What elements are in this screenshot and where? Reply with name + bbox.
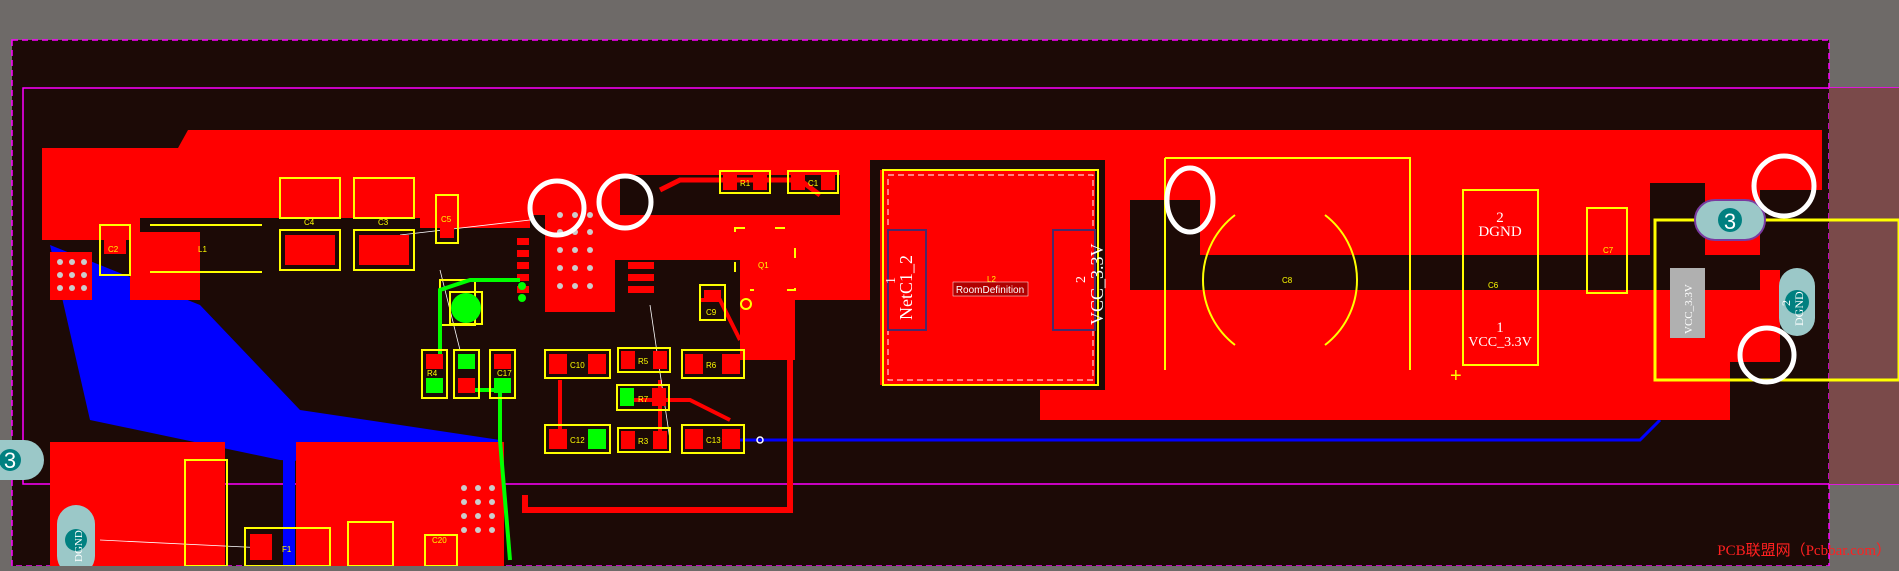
svg-text:R7: R7: [638, 395, 649, 404]
pad-dgnd-bottom-left[interactable]: DGND: [57, 505, 95, 566]
svg-text:C7: C7: [1603, 246, 1614, 255]
svg-text:3: 3: [4, 448, 16, 473]
watermark: PCB联盟网（Pcbbar.com）: [1717, 539, 1891, 560]
svg-text:1: 1: [884, 277, 899, 284]
svg-text:NetC1_2: NetC1_2: [896, 255, 916, 320]
svg-text:2: 2: [1779, 300, 1793, 306]
svg-text:C3: C3: [378, 218, 389, 227]
svg-text:R3: R3: [638, 437, 649, 446]
svg-text:2: 2: [1074, 276, 1089, 283]
svg-text:R6: R6: [706, 361, 717, 370]
top-copper-block: [296, 442, 504, 566]
svg-text:1: 1: [1496, 320, 1504, 336]
room-definition[interactable]: RoomDefinition: [953, 282, 1028, 296]
svg-text:C10: C10: [570, 361, 585, 370]
svg-text:C4: C4: [304, 218, 315, 227]
via-array: [50, 252, 92, 300]
svg-text:C6: C6: [1488, 281, 1499, 290]
right-edge-region: [1829, 88, 1899, 484]
svg-text:C5: C5: [441, 215, 452, 224]
svg-text:DGND: DGND: [1792, 291, 1806, 326]
svg-text:VCC_3.3V: VCC_3.3V: [1468, 335, 1531, 350]
svg-text:R1: R1: [740, 179, 751, 188]
svg-text:DGND: DGND: [73, 530, 85, 562]
svg-text:C20: C20: [432, 536, 447, 545]
svg-text:RoomDefinition: RoomDefinition: [956, 285, 1024, 296]
svg-text:C13: C13: [706, 436, 721, 445]
svg-text:VCC_3.3V: VCC_3.3V: [1683, 284, 1695, 334]
svg-text:C17: C17: [497, 369, 512, 378]
svg-text:R5: R5: [638, 357, 649, 366]
svg-text:3: 3: [1724, 209, 1736, 234]
svg-text:C1: C1: [808, 179, 819, 188]
svg-text:C8: C8: [1282, 276, 1293, 285]
svg-text:C12: C12: [570, 436, 585, 445]
svg-text:Q1: Q1: [758, 261, 769, 270]
pad-3-left[interactable]: 3: [0, 440, 44, 480]
svg-text:L1: L1: [198, 245, 207, 254]
svg-text:F1: F1: [282, 545, 292, 554]
svg-text:C2: C2: [108, 245, 119, 254]
svg-text:DGND: DGND: [1478, 224, 1521, 240]
svg-text:VCC_3.3V: VCC_3.3V: [1087, 243, 1107, 325]
svg-text:C9: C9: [706, 308, 717, 317]
svg-text:+: +: [1450, 365, 1462, 387]
svg-text:R4: R4: [427, 369, 438, 378]
